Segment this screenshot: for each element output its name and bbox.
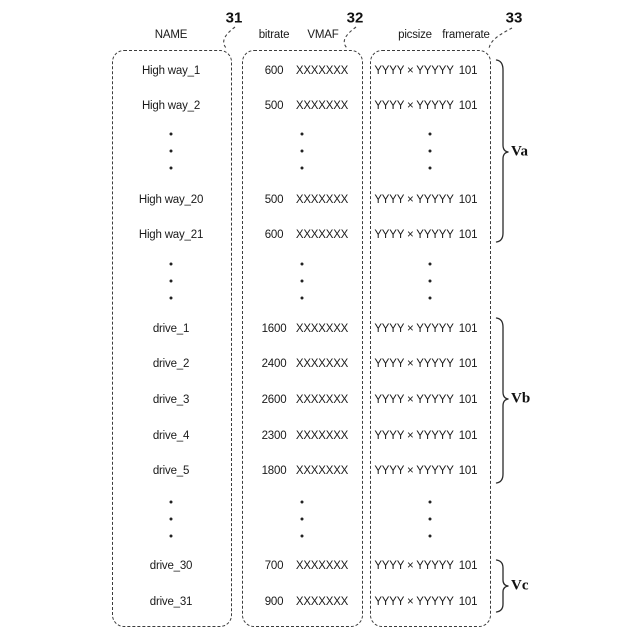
bitrate-value: 1800 [261, 465, 287, 477]
header-framerate: framerate [442, 29, 490, 41]
picsize-value: YYYY × YYYYY [374, 560, 454, 572]
framerate-value: 101 [458, 323, 478, 335]
header-picsize: picsize [398, 29, 432, 41]
framerate-value: 101 [458, 100, 478, 112]
ellipsis-dots [169, 262, 173, 300]
vmaf-value: XXXXXXX [295, 229, 349, 241]
header-name: NAME [154, 29, 188, 41]
bitrate-value: 2600 [261, 394, 287, 406]
ellipsis-dots [300, 500, 304, 538]
video-name: drive_3 [152, 394, 190, 406]
picsize-framerate-box [370, 50, 491, 627]
video-name: drive_4 [152, 430, 190, 442]
header-vmaf: VMAF [307, 29, 339, 41]
brace-va [495, 59, 509, 243]
picsize-value: YYYY × YYYYY [374, 229, 454, 241]
vmaf-value: XXXXXXX [295, 194, 349, 206]
bitrate-value: 600 [264, 65, 284, 77]
ellipsis-dots [300, 132, 304, 170]
picsize-value: YYYY × YYYYY [374, 323, 454, 335]
video-name: High way_20 [138, 194, 204, 206]
vmaf-value: XXXXXXX [295, 358, 349, 370]
video-name: drive_30 [149, 560, 193, 572]
picsize-value: YYYY × YYYYY [374, 358, 454, 370]
picsize-value: YYYY × YYYYY [374, 100, 454, 112]
ellipsis-dots [428, 132, 432, 170]
picsize-value: YYYY × YYYYY [374, 465, 454, 477]
vmaf-value: XXXXXXX [295, 394, 349, 406]
bitrate-value: 500 [264, 100, 284, 112]
bitrate-value: 2300 [261, 430, 287, 442]
brace-vb [495, 317, 509, 484]
vmaf-value: XXXXXXX [295, 65, 349, 77]
picsize-value: YYYY × YYYYY [374, 394, 454, 406]
header-bitrate: bitrate [258, 29, 290, 41]
leader-line-31 [223, 26, 236, 50]
leader-line-32 [343, 26, 357, 50]
bitrate-vmaf-box [242, 50, 363, 627]
video-name: drive_1 [152, 323, 190, 335]
group-label-vc: Vc [511, 577, 529, 594]
group-label-vb: Vb [511, 390, 531, 407]
ref-label-31: 31 [225, 9, 243, 27]
bitrate-value: 500 [264, 194, 284, 206]
picsize-value: YYYY × YYYYY [374, 596, 454, 608]
brace-vc [495, 559, 509, 613]
vmaf-value: XXXXXXX [295, 596, 349, 608]
vmaf-value: XXXXXXX [295, 323, 349, 335]
video-name: drive_5 [152, 465, 190, 477]
vmaf-value: XXXXXXX [295, 465, 349, 477]
framerate-value: 101 [458, 560, 478, 572]
framerate-value: 101 [458, 65, 478, 77]
bitrate-value: 600 [264, 229, 284, 241]
bitrate-value: 1600 [261, 323, 287, 335]
leader-line-33 [488, 27, 513, 50]
ellipsis-dots [300, 262, 304, 300]
ellipsis-dots [428, 262, 432, 300]
video-name: drive_31 [149, 596, 193, 608]
framerate-value: 101 [458, 194, 478, 206]
ref-label-32: 32 [346, 9, 364, 27]
name-list-box [112, 50, 232, 627]
ellipsis-dots [169, 500, 173, 538]
video-name: High way_2 [141, 100, 201, 112]
picsize-value: YYYY × YYYYY [374, 430, 454, 442]
vmaf-value: XXXXXXX [295, 430, 349, 442]
ellipsis-dots [169, 132, 173, 170]
picsize-value: YYYY × YYYYY [374, 194, 454, 206]
framerate-value: 101 [458, 596, 478, 608]
video-name: High way_1 [141, 65, 201, 77]
video-name: High way_21 [138, 229, 204, 241]
framerate-value: 101 [458, 465, 478, 477]
ellipsis-dots [428, 500, 432, 538]
picsize-value: YYYY × YYYYY [374, 65, 454, 77]
framerate-value: 101 [458, 394, 478, 406]
framerate-value: 101 [458, 430, 478, 442]
framerate-value: 101 [458, 358, 478, 370]
vmaf-value: XXXXXXX [295, 560, 349, 572]
ref-label-33: 33 [505, 9, 523, 27]
framerate-value: 101 [458, 229, 478, 241]
group-label-va: Va [511, 143, 528, 160]
video-name: drive_2 [152, 358, 190, 370]
vmaf-value: XXXXXXX [295, 100, 349, 112]
bitrate-value: 2400 [261, 358, 287, 370]
bitrate-value: 900 [264, 596, 284, 608]
bitrate-value: 700 [264, 560, 284, 572]
